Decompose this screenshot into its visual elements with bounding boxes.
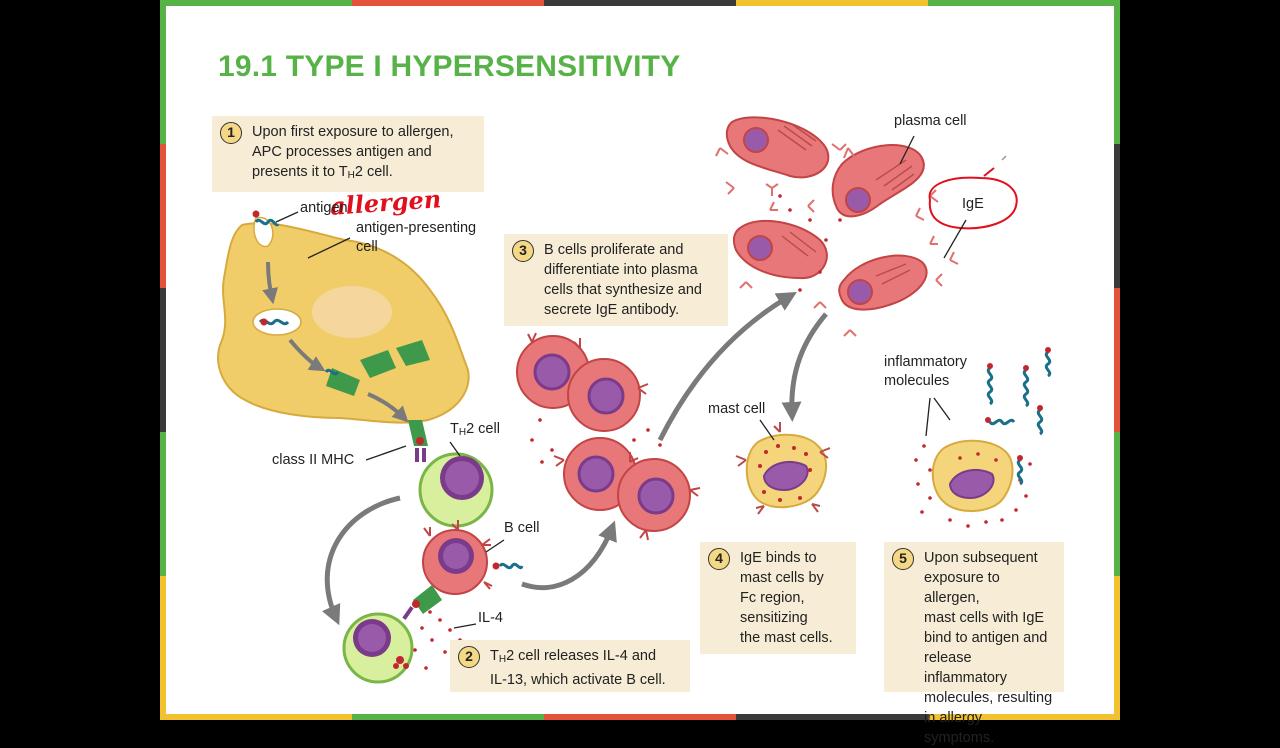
step-number: 3 <box>512 240 534 262</box>
proliferating-b-cells <box>516 332 701 541</box>
slide-title: 19.1 TYPE I HYPERSENSITIVITY <box>218 50 681 83</box>
step-line: mast cells by <box>740 570 824 586</box>
step-number: 5 <box>892 548 914 570</box>
left-color-border <box>160 0 166 720</box>
step-line: release inflammatory <box>924 650 1007 686</box>
step-line: presents it to TH2 cell. <box>252 164 393 181</box>
label-th2-cell: TH2 cell <box>450 421 500 438</box>
label-antigen: antigen <box>300 200 348 216</box>
step-line: Fc region, <box>740 590 805 606</box>
step-line: cells that synthesize and <box>544 282 702 298</box>
right-color-border <box>1114 0 1120 720</box>
step-line: differentiate into plasma <box>544 262 698 278</box>
step-number: 2 <box>458 646 480 668</box>
label-ige: IgE <box>962 196 984 212</box>
step-line: IgE binds to <box>740 550 817 566</box>
apc-nucleus <box>312 286 392 338</box>
step-box-3: 3 B cells proliferate and differentiate … <box>504 234 728 326</box>
slide: 19.1 TYPE I HYPERSENSITIVITY <box>160 0 1120 746</box>
antigen-molecule <box>254 218 280 227</box>
step-box-1: 1 Upon first exposure to allergen, APC p… <box>212 116 484 192</box>
step-number: 4 <box>708 548 730 570</box>
step-line: exposure to allergen, <box>924 570 1000 606</box>
label-class-ii-mhc: class II MHC <box>272 452 355 468</box>
plasma-cells <box>725 116 928 311</box>
step-line: molecules, resulting <box>924 690 1053 706</box>
allergen-molecules <box>986 350 1052 486</box>
step-line: B cells proliferate and <box>544 242 684 258</box>
step-line: sensitizing <box>740 610 808 626</box>
bottom-color-border <box>160 714 1120 720</box>
label-plasma-cell: plasma cell <box>894 113 967 129</box>
label-b-cell: B cell <box>504 520 540 536</box>
step-line: mast cells with IgE <box>924 610 1045 626</box>
step-line: the mast cells. <box>740 630 833 646</box>
step-line: APC processes antigen and <box>252 144 432 160</box>
step-line: Upon first exposure to allergen, <box>252 124 454 140</box>
diagram-illustration <box>217 116 1052 684</box>
step-line: secrete IgE antibody. <box>544 302 680 318</box>
label-il-4: IL-4 <box>478 610 503 626</box>
phagosome <box>252 308 302 336</box>
step-box-5: 5 Upon subsequent exposure to allergen, … <box>884 542 1064 746</box>
label-mast-cell: mast cell <box>708 401 766 417</box>
step-line: in allergy symptoms. <box>924 710 995 746</box>
step-number: 1 <box>220 122 242 144</box>
step-box-4: 4 IgE binds to mast cells by Fc region, … <box>700 542 856 654</box>
top-color-border <box>160 0 1120 6</box>
antigen-vesicle <box>253 216 274 248</box>
annotation-circle <box>928 176 1018 230</box>
step-line: Upon subsequent <box>924 550 1038 566</box>
step-line: bind to antigen and <box>924 630 1048 646</box>
ige-antibodies <box>715 143 959 337</box>
step-box-2: 2 TH2 cell releases IL-4 and IL-13, whic… <box>450 640 690 692</box>
step-line: TH2 cell releases IL-4 and <box>490 648 657 665</box>
step-line: IL-13, which activate B cell. <box>490 672 666 688</box>
